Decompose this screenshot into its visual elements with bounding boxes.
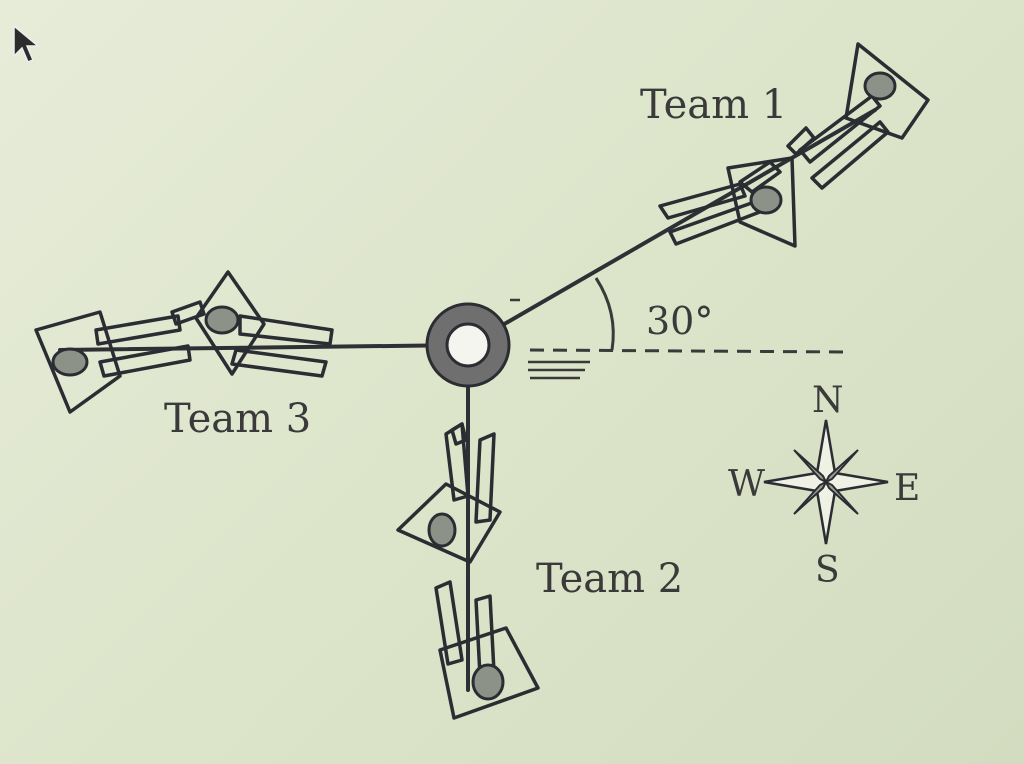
compass-rose-icon xyxy=(763,419,889,545)
team-2-figures xyxy=(396,422,540,720)
team-3-label: Team 3 xyxy=(164,396,311,442)
team-2-person-back xyxy=(434,580,540,720)
team-3-person-back xyxy=(34,310,192,414)
team-2-person-front xyxy=(396,422,502,564)
cursor-arrow-icon xyxy=(13,24,41,63)
team-3-figures xyxy=(34,270,334,414)
angle-arc xyxy=(594,277,615,351)
team-1-label: Team 1 xyxy=(640,82,787,128)
compass-south-label: S xyxy=(815,550,840,591)
rope-team-3 xyxy=(58,343,470,352)
angle-label: 30° xyxy=(646,299,713,343)
team-2-label: Team 2 xyxy=(536,556,683,602)
central-ring xyxy=(425,302,511,388)
compass-east-label: E xyxy=(894,468,920,509)
team-1-figures xyxy=(658,42,930,248)
compass-north-label: N xyxy=(812,380,844,421)
reference-line xyxy=(510,298,851,380)
team-3-person-front xyxy=(170,270,334,378)
team-1-person-front xyxy=(658,156,797,248)
rope-team-1 xyxy=(466,108,877,347)
compass-west-label: W xyxy=(728,464,765,505)
team-1-person-back xyxy=(786,42,930,190)
